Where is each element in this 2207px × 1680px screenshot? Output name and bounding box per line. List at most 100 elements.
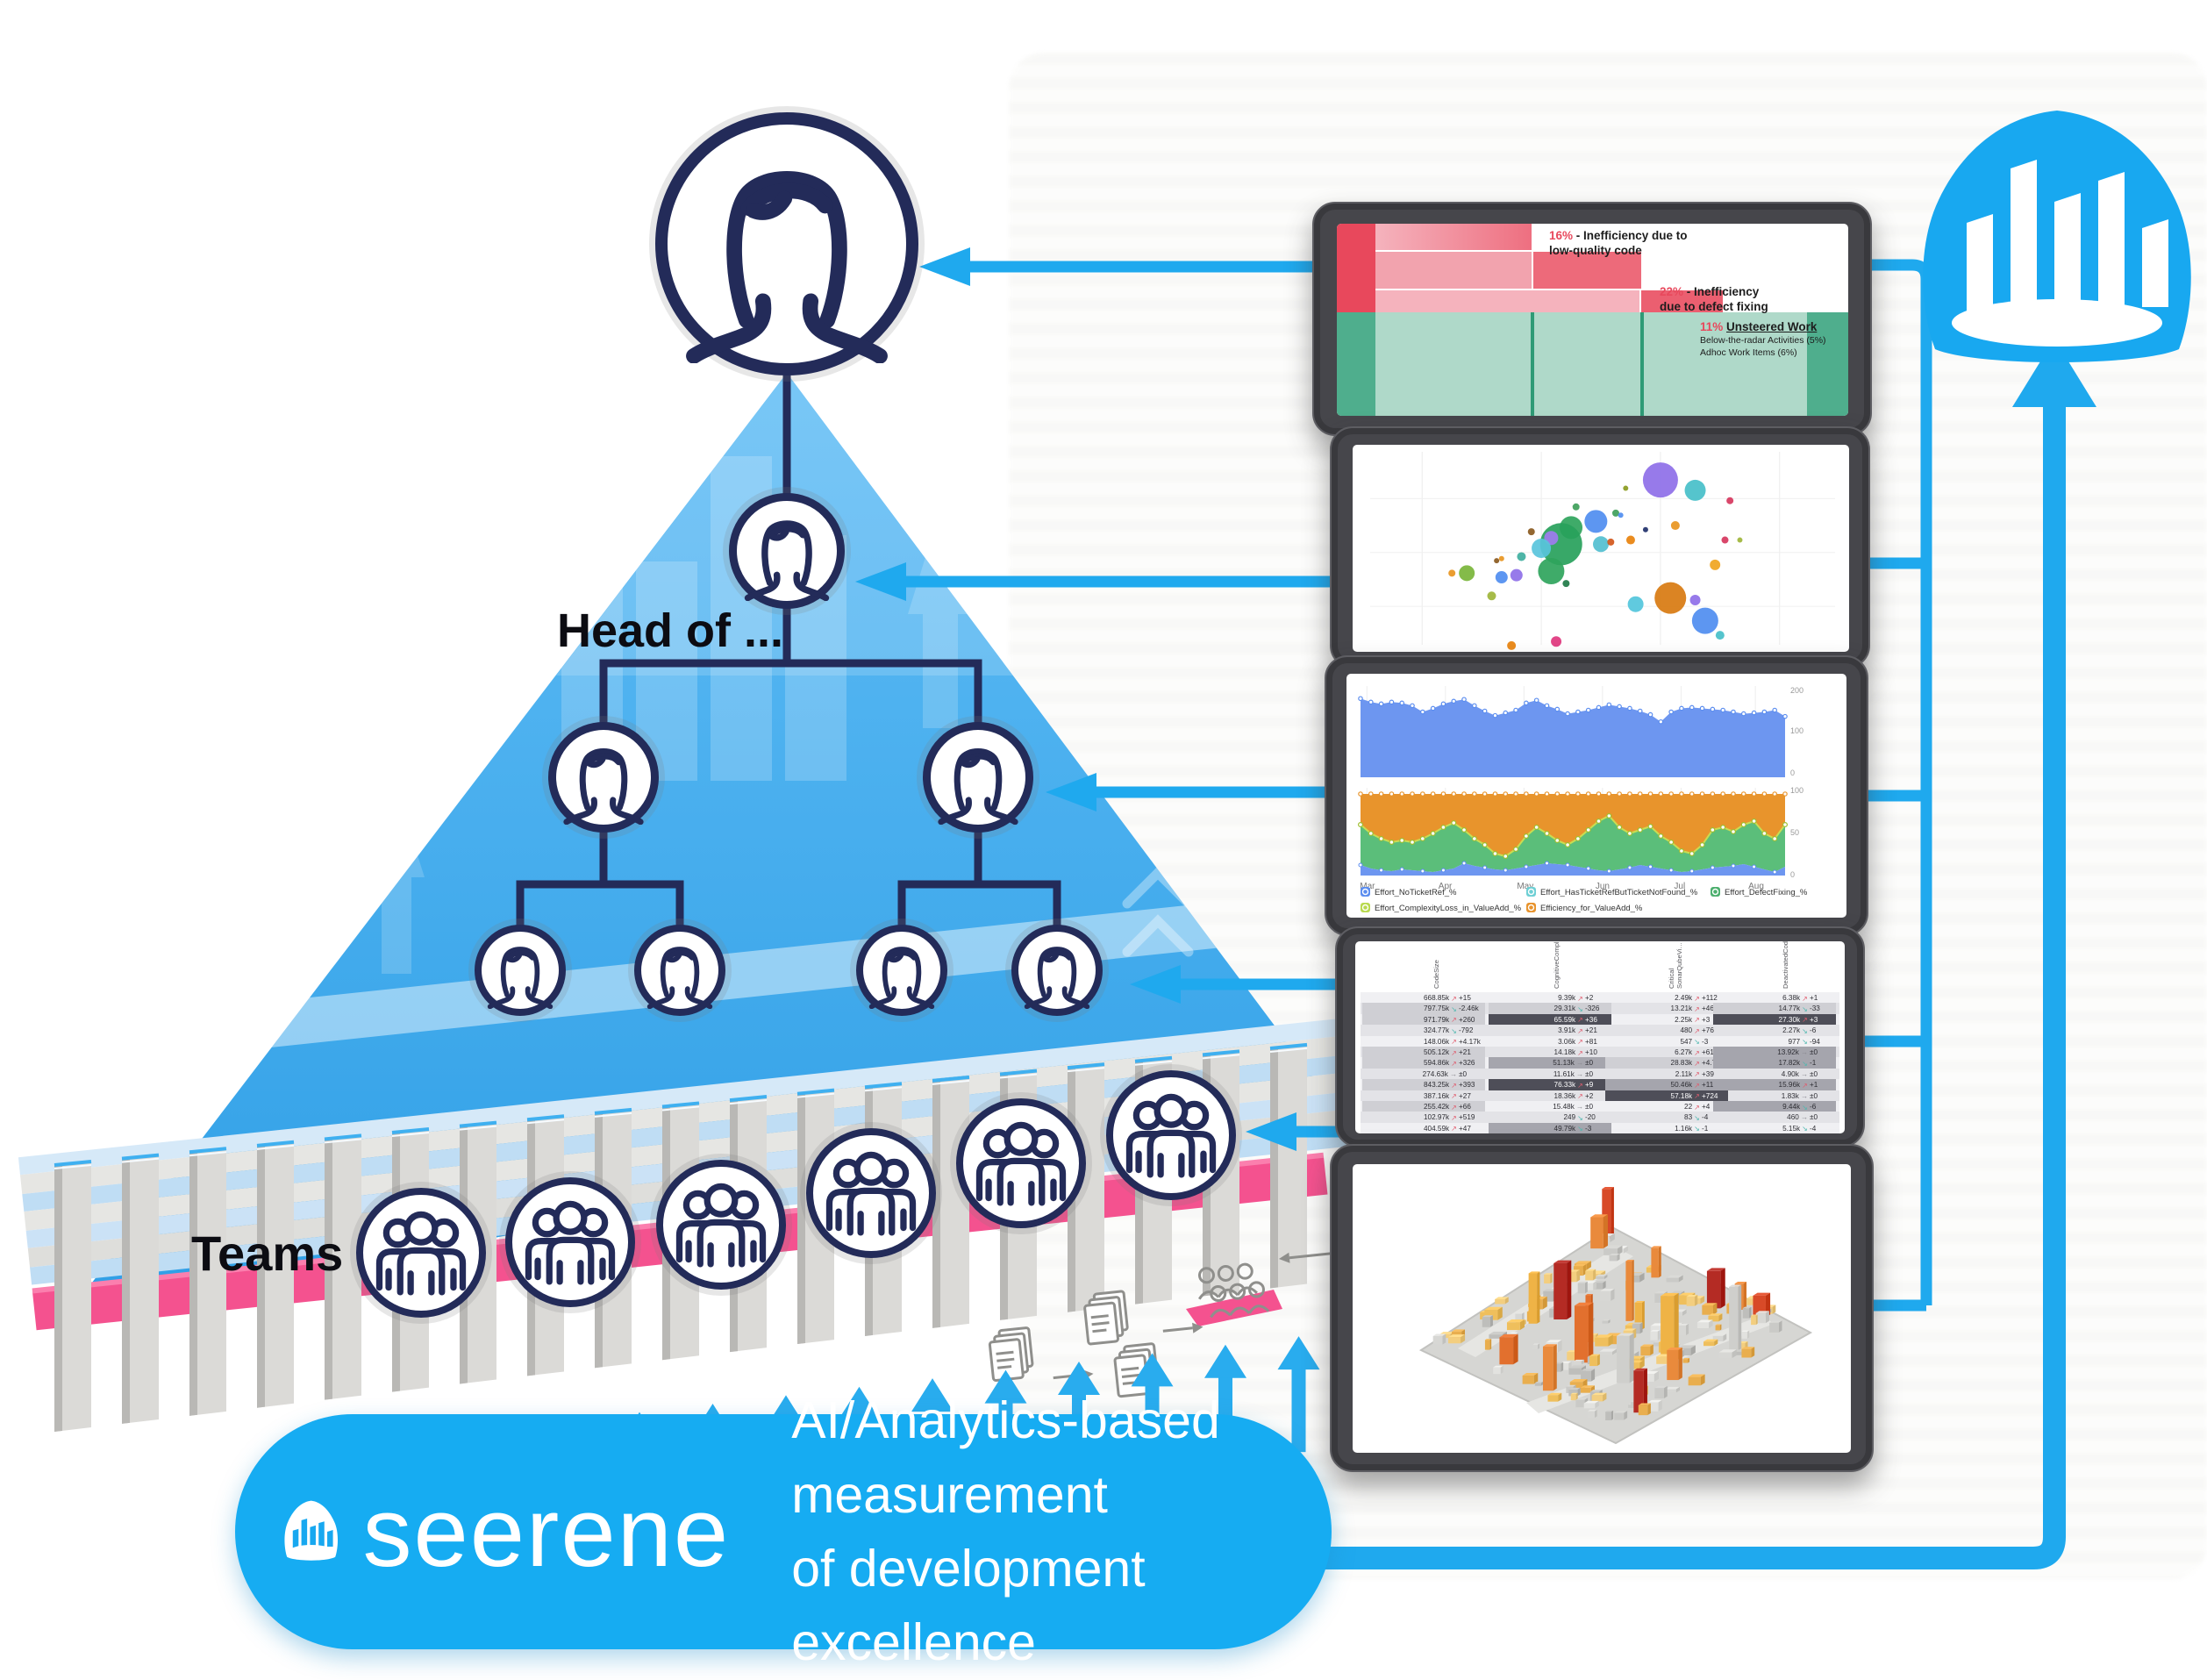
svg-text:Jul: Jul [1674,882,1685,891]
metric-cell: 17.82k↘-1 [1713,1057,1836,1069]
metric-cell: 14.18k↗+10 [1553,1048,1597,1057]
metric-cell: 797.75k↘-2.46k [1362,1003,1485,1015]
metric-cell: 460→±0 [1787,1113,1818,1122]
team-avatar-2 [505,1177,635,1307]
metric-cell: 13.21k↗+46 [1670,1004,1714,1013]
person-avatar-icon [641,932,718,1009]
table-column-header: CodeSize [1432,960,1440,989]
lead-avatar-3 [856,925,947,1016]
metric-cell: 668.85k↗+15 [1423,994,1471,1003]
metric-cell: 65.59k↗+36 [1489,1013,1611,1026]
seerene-dome-bar-chart-icon [1912,81,2202,383]
metric-cell: 324.77k↘-792 [1423,1026,1474,1035]
metric-cell: 51.13k→±0 [1489,1057,1611,1069]
metric-cell: 15.96k↗+1 [1713,1079,1836,1091]
metric-cell: 274.63k→±0 [1422,1069,1468,1078]
svg-text:0: 0 [1790,769,1795,777]
metric-cell: 3.91k↗+21 [1558,1026,1597,1035]
metric-cell: 594.86k↗+326 [1362,1057,1485,1069]
metric-cell: 977↘-94 [1788,1037,1820,1047]
metric-cell: 387.16k↗+27 [1423,1091,1471,1101]
metric-cell: 11.61k→±0 [1553,1069,1594,1078]
svg-text:Jun: Jun [1596,882,1610,891]
seerene-dome-bar-chart-icon [282,1483,339,1581]
metric-cell: 404.59k↗+47 [1423,1124,1471,1133]
svg-text:100: 100 [1790,726,1803,735]
software-map-screen [1353,1164,1851,1453]
svg-text:100: 100 [1790,786,1803,795]
teams-label: Teams [191,1226,344,1281]
table-row: 594.86k↗+326 51.13k→±028.83k↗+4.73k17.82k… [1361,1057,1839,1069]
metric-cell: 2.49k↗+112 [1675,994,1718,1003]
metric-cell: 57.18k↗+724 [1605,1090,1728,1102]
lead-avatar-2 [634,925,725,1016]
svg-text:200: 200 [1790,686,1803,695]
metric-cell: 547↘-3 [1680,1037,1709,1047]
svg-text:Effort_ComplexityLoss_in_Value: Effort_ComplexityLoss_in_ValueAdd_% [1375,904,1522,913]
person-avatar-icon [737,501,837,601]
metric-cell: 14.77k↘-33 [1713,1003,1836,1015]
person-avatar-icon [1018,932,1096,1009]
up-arrowhead [2012,339,2096,407]
metric-cell: 5.15k↘-4 [1782,1124,1817,1133]
metric-cell: 22↗+4 [1684,1103,1711,1112]
team-group-icon [1113,1077,1229,1193]
metric-cell: 15.48k→±0 [1553,1103,1594,1111]
metric-cell: 971.79k↗+260 [1362,1013,1485,1026]
svg-text:0: 0 [1790,870,1795,879]
person-avatar-icon [863,932,940,1009]
left-arrowheads [855,247,1296,1151]
team-avatar-5 [956,1098,1086,1228]
svg-text:May: May [1517,882,1533,891]
team-avatar-3 [656,1160,786,1290]
lead-avatar-4 [1011,925,1103,1016]
head-of-label: Head of ... [556,604,783,657]
lead-avatar-1 [475,925,566,1016]
table-column-header: Critical SonarQubeVi… [1668,941,1683,989]
metric-cell: 1.16k↘-1 [1675,1124,1709,1133]
metric-cell: 6.38k↗+1 [1782,994,1818,1003]
metric-cell: 480↗+76 [1680,1026,1714,1035]
metric-cell: 18.36k↗+2 [1553,1091,1594,1101]
team-group-icon [963,1105,1079,1221]
table-column-header: DeactivatedCode [1782,941,1789,989]
metric-cell: 148.06k↗+4.17k [1423,1037,1481,1047]
svg-text:Apr: Apr [1439,882,1453,891]
metric-cell: 27.30k↗+3 [1713,1013,1836,1026]
metric-cell: 102.97k↗+519 [1423,1113,1475,1122]
svg-text:Effort_HasTicketRefButTicketNo: Effort_HasTicketRefButTicketNotFound_% [1540,888,1698,897]
metric-cell: 843.25k↗+393 [1362,1079,1485,1091]
svg-text:Effort_NoTicketRef_%: Effort_NoTicketRef_% [1375,888,1457,897]
metric-cell: 28.83k↗+4.73k [1605,1057,1728,1069]
team-group-icon [512,1184,628,1300]
metric-cell: 9.39k↗+2 [1558,994,1594,1003]
bubble-chart-screen [1353,445,1849,652]
manager-avatar-2 [923,722,1033,833]
svg-text:Aug: Aug [1748,882,1764,891]
metric-cell: 2.27k↘-6 [1782,1026,1817,1035]
brand-name: seerene [362,1476,731,1587]
metric-cell: 6.27k↗+612 [1675,1048,1718,1057]
metric-cell: 255.42k↗+66 [1362,1101,1485,1112]
software-map-dashboard [1330,1144,1874,1472]
brand-banner: seerene AI/Analytics-based measurement o… [235,1391,1332,1671]
banner-tagline: AI/Analytics-based measurement of develo… [791,1383,1332,1679]
person-avatar-icon [556,730,651,825]
